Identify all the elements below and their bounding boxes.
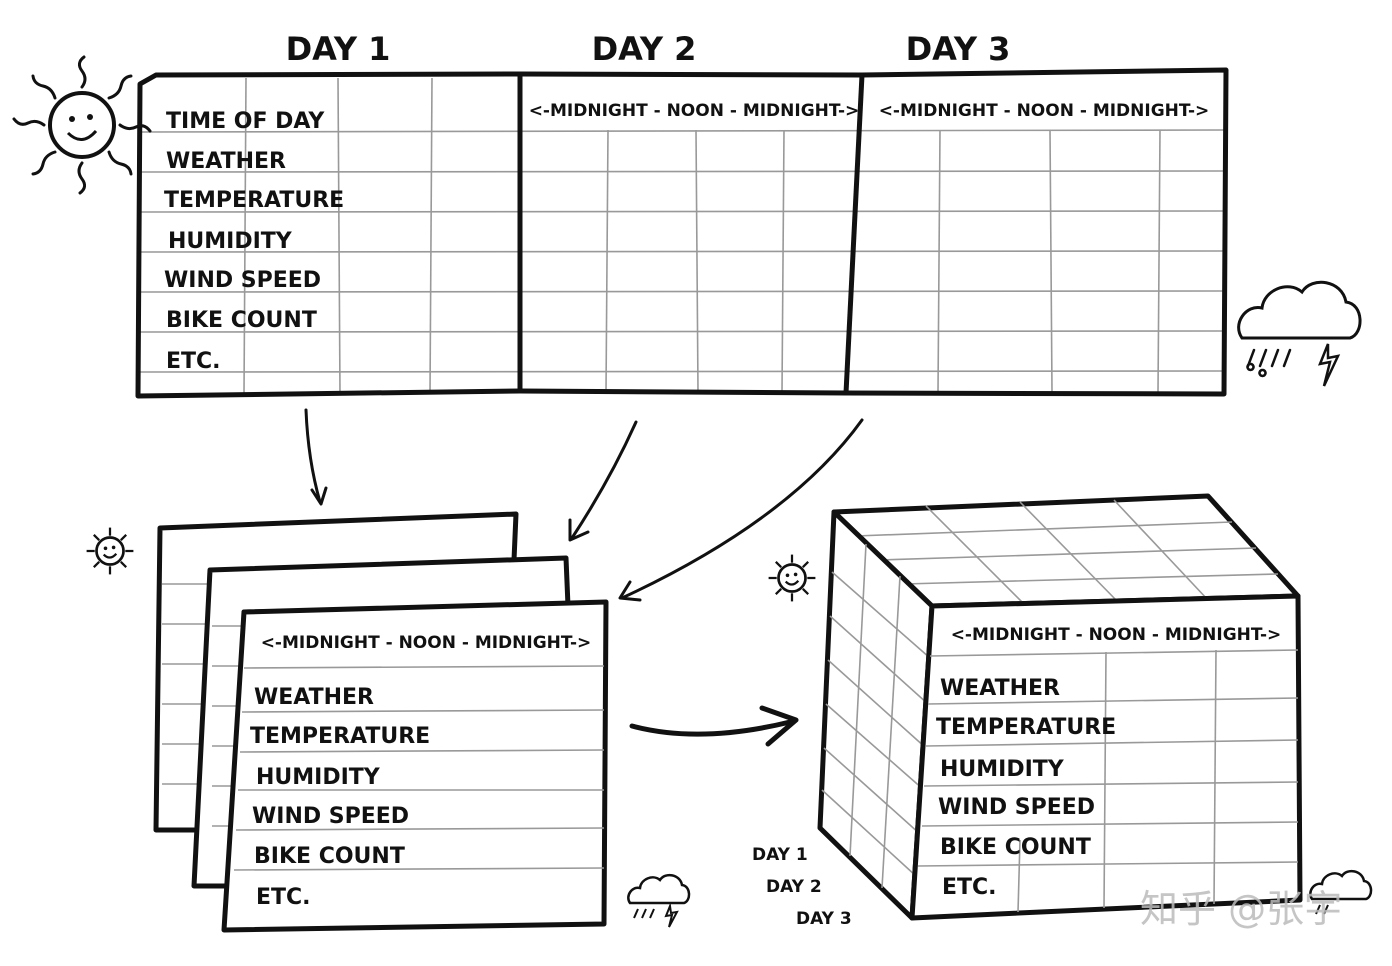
time-axis-label-day3: <-MIDNIGHT - NOON - MIDNIGHT-> (879, 101, 1210, 121)
row-label-temperature: TEMPERATURE (164, 188, 344, 213)
cube-label-weather: WEATHER (940, 676, 1060, 701)
row-label-bike-count: BIKE COUNT (166, 308, 317, 333)
sun-icon (12, 55, 152, 195)
time-axis-label-cube: <-MIDNIGHT - NOON - MIDNIGHT-> (951, 625, 1282, 645)
cube-depth-day2: DAY 2 (766, 877, 822, 897)
storm-cloud-icon (1309, 869, 1373, 915)
sheet-label-wind-speed: WIND SPEED (252, 804, 409, 829)
time-axis-label-day2: <-MIDNIGHT - NOON - MIDNIGHT-> (529, 101, 860, 121)
row-label-weather: WEATHER (166, 149, 286, 174)
arrow-icon (629, 705, 799, 747)
cube-depth-day1: DAY 1 (752, 845, 808, 865)
cube-label-temperature: TEMPERATURE (936, 715, 1116, 740)
arrows-down (304, 408, 864, 602)
cube-label-wind-speed: WIND SPEED (938, 795, 1095, 820)
watermark: 知乎 @张宇 (1140, 887, 1342, 931)
sheet-label-bike-count: BIKE COUNT (254, 844, 405, 869)
cube-label-bike-count: BIKE COUNT (940, 835, 1091, 860)
sun-icon (86, 527, 134, 575)
day-1-header: DAY 1 (286, 30, 391, 68)
storm-cloud-icon (627, 873, 691, 928)
sheet-label-humidity: HUMIDITY (256, 765, 381, 790)
sheet-label-etc: ETC. (256, 885, 311, 910)
flat-table: DAY 1 DAY 2 DAY 3 <-MIDNIGHT - NOON - MI… (135, 30, 1229, 399)
sheet-label-temperature: TEMPERATURE (250, 724, 430, 749)
storm-cloud-icon (1237, 280, 1362, 387)
time-axis-label-sheet: <-MIDNIGHT - NOON - MIDNIGHT-> (261, 633, 592, 653)
cube-label-etc: ETC. (942, 875, 997, 900)
cube-label-humidity: HUMIDITY (940, 757, 1065, 782)
day-3-header: DAY 3 (906, 30, 1011, 68)
stacked-sheets: <-MIDNIGHT - NOON - MIDNIGHT-> WEATHER T… (153, 511, 609, 933)
row-label-etc: ETC. (166, 349, 221, 374)
row-label-wind-speed: WIND SPEED (164, 268, 321, 293)
row-label-time-of-day: TIME OF DAY (166, 109, 325, 134)
data-cube: <-MIDNIGHT - NOON - MIDNIGHT-> WEATHER T… (752, 493, 1303, 929)
day-2-header: DAY 2 (592, 30, 697, 68)
cube-depth-day3: DAY 3 (796, 909, 852, 929)
row-label-humidity: HUMIDITY (168, 229, 293, 254)
sheet-label-weather: WEATHER (254, 685, 374, 710)
sun-icon (768, 554, 816, 602)
